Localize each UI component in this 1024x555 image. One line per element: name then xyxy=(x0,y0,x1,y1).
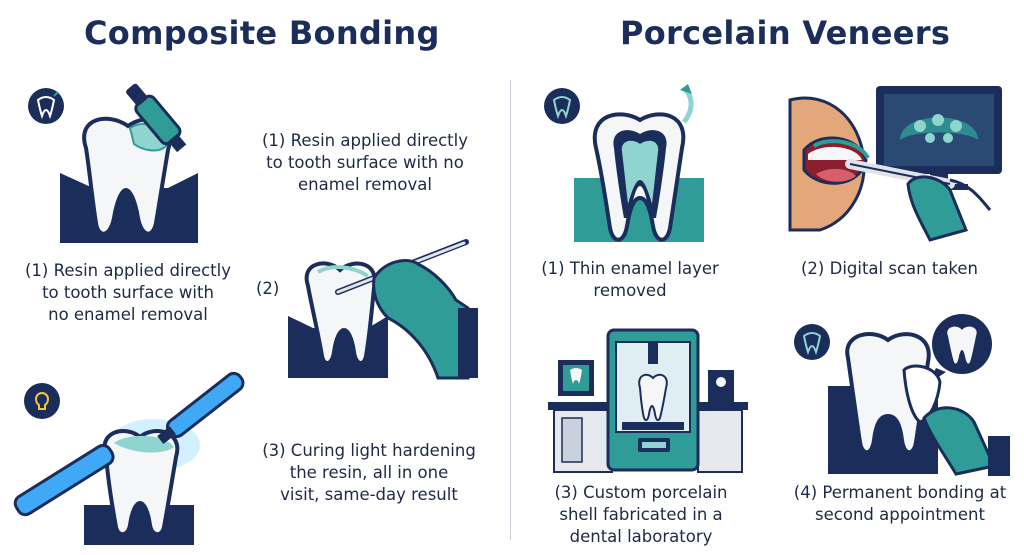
porcelain-veneers-title: Porcelain Veneers xyxy=(620,14,951,52)
bonding-step3-caption: (3) Curing light hardening the resin, al… xyxy=(262,441,476,504)
lab-fabrication-illustration xyxy=(548,328,748,473)
veneer-step3-caption: (3) Custom porcelain shell fabricated in… xyxy=(554,483,728,546)
tooth-badge-icon xyxy=(28,88,64,124)
veneer-step1-caption: (1) Thin enamel layer removed xyxy=(541,259,719,300)
bonding-step2-label: (2) xyxy=(256,279,280,298)
digital-scan-illustration xyxy=(788,86,1002,242)
panel-divider xyxy=(510,80,511,540)
veneer-step2-caption: (2) Digital scan taken xyxy=(801,259,979,278)
enamel-removal-illustration xyxy=(544,84,704,242)
composite-bonding-title: Composite Bonding xyxy=(84,14,440,52)
tooth-badge-icon xyxy=(544,88,580,124)
bonding-step1-caption-a: (1) Resin applied directly to tooth surf… xyxy=(25,261,231,324)
veneer-step4-caption: (4) Permanent bonding at second appointm… xyxy=(793,483,1007,524)
tooth-badge-icon xyxy=(794,324,830,360)
curing-light-illustration xyxy=(13,371,245,545)
lightbulb-icon xyxy=(24,383,60,419)
veneer-bonding-illustration xyxy=(794,314,1010,476)
resin-application-illustration xyxy=(28,83,198,243)
tool-sculpting-illustration xyxy=(288,239,478,380)
bonding-step1-caption-b: (1) Resin applied directly to tooth surf… xyxy=(262,131,468,194)
